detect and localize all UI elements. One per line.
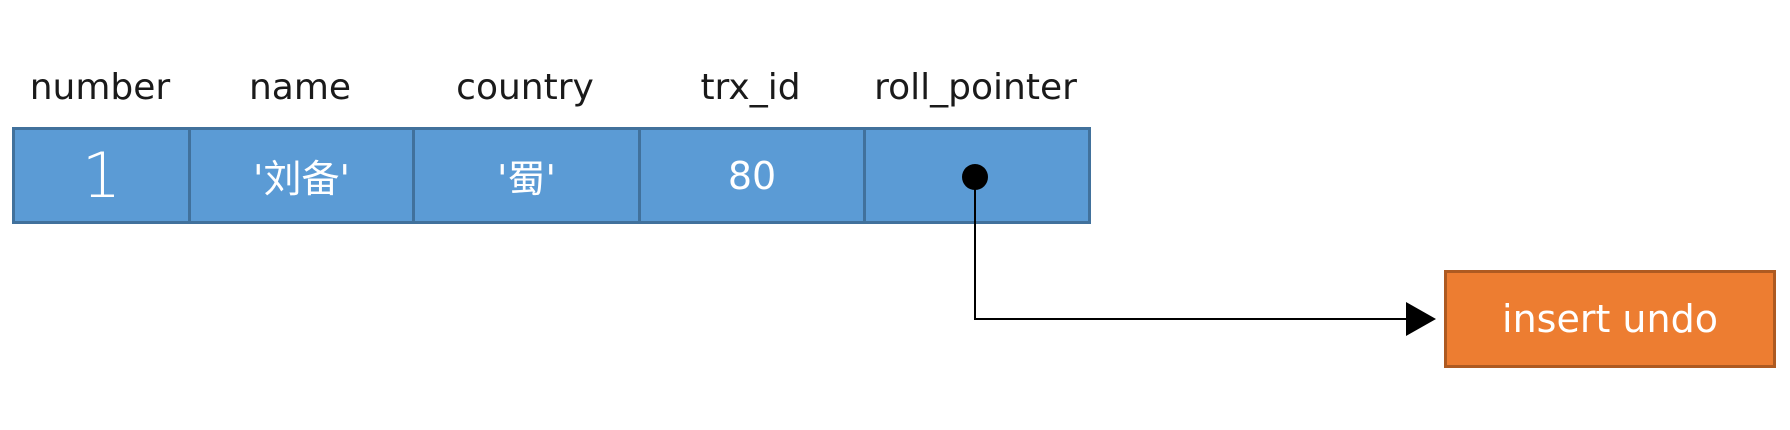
cell-name: '刘备': [253, 157, 350, 201]
cell-divider: [638, 130, 641, 221]
cell-number: 1: [81, 139, 122, 212]
column-header-roll-pointer: roll_pointer: [874, 66, 1077, 108]
cell-divider: [863, 130, 866, 221]
record-row: 1 '刘备' '蜀' 80: [12, 127, 1091, 224]
cell-divider: [412, 130, 415, 221]
arrowhead-icon: [1406, 302, 1436, 336]
pointer-dot-icon: [962, 164, 988, 190]
column-header-number: number: [29, 66, 171, 108]
insert-undo-box: insert undo: [1444, 270, 1776, 368]
insert-undo-label: insert undo: [1502, 297, 1718, 341]
cell-country: '蜀': [497, 157, 556, 201]
column-header-country: country: [456, 66, 594, 108]
column-header-trx-id: trx_id: [700, 66, 801, 108]
cell-trx-id: 80: [727, 153, 777, 198]
cell-divider: [188, 130, 191, 221]
column-header-name: name: [248, 66, 352, 108]
